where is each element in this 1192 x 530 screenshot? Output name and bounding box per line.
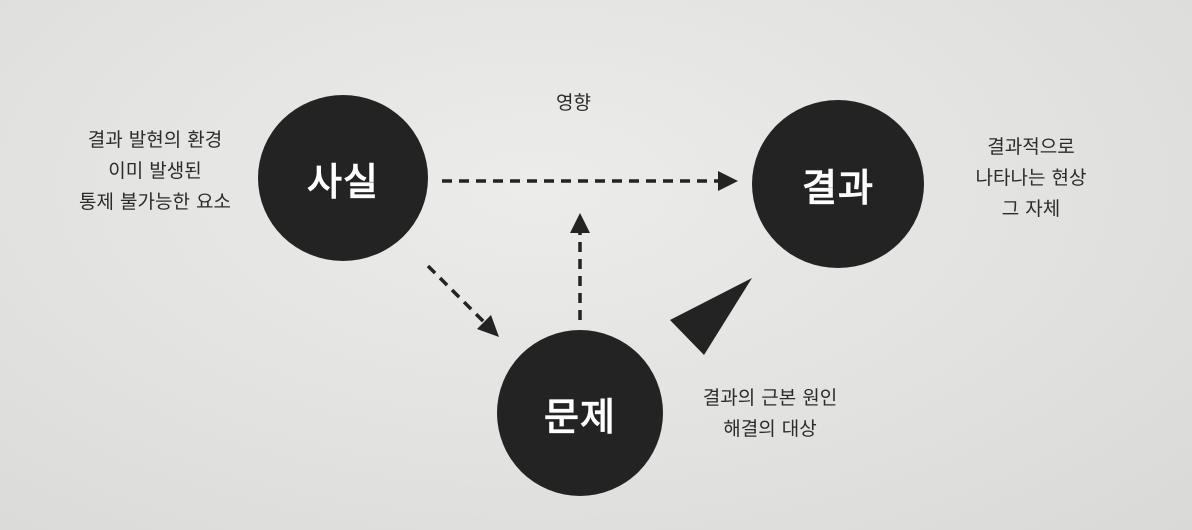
node-result: 결과 (752, 100, 924, 268)
node-fact-label: 사실 (307, 159, 379, 204)
result-description-line: 나타나는 현상 (975, 167, 1087, 189)
fact-description-line: 이미 발생된 (108, 160, 202, 182)
result-description-line: 그 자체 (1001, 198, 1061, 220)
fact-description-line: 결과 발현의 환경 (87, 129, 223, 151)
arrowhead-fact-to-problem (477, 315, 499, 337)
node-fact: 사실 (258, 95, 428, 261)
result-description-line: 결과적으로 (987, 136, 1075, 158)
wedge-problem-to-result (670, 278, 752, 355)
problem-description-line: 결과의 근본 원인 (702, 387, 838, 409)
influence-label: 영향 (556, 92, 591, 114)
arrow-fact-to-problem (426, 264, 488, 326)
fact-description: 결과 발현의 환경 이미 발생된 통제 불가능한 요소 (60, 125, 250, 218)
result-description: 결과적으로 나타나는 현상 그 자체 (946, 132, 1116, 225)
fact-description-line: 통제 불가능한 요소 (79, 191, 231, 213)
arrowhead-problem-to-influence (570, 213, 590, 233)
arrowhead-fact-to-result (718, 171, 738, 191)
problem-description-line: 해결의 대상 (723, 418, 817, 440)
node-result-label: 결과 (802, 165, 874, 210)
node-problem-label: 문제 (544, 394, 616, 439)
problem-description: 결과의 근본 원인 해결의 대상 (670, 383, 870, 445)
node-problem: 문제 (497, 330, 663, 496)
